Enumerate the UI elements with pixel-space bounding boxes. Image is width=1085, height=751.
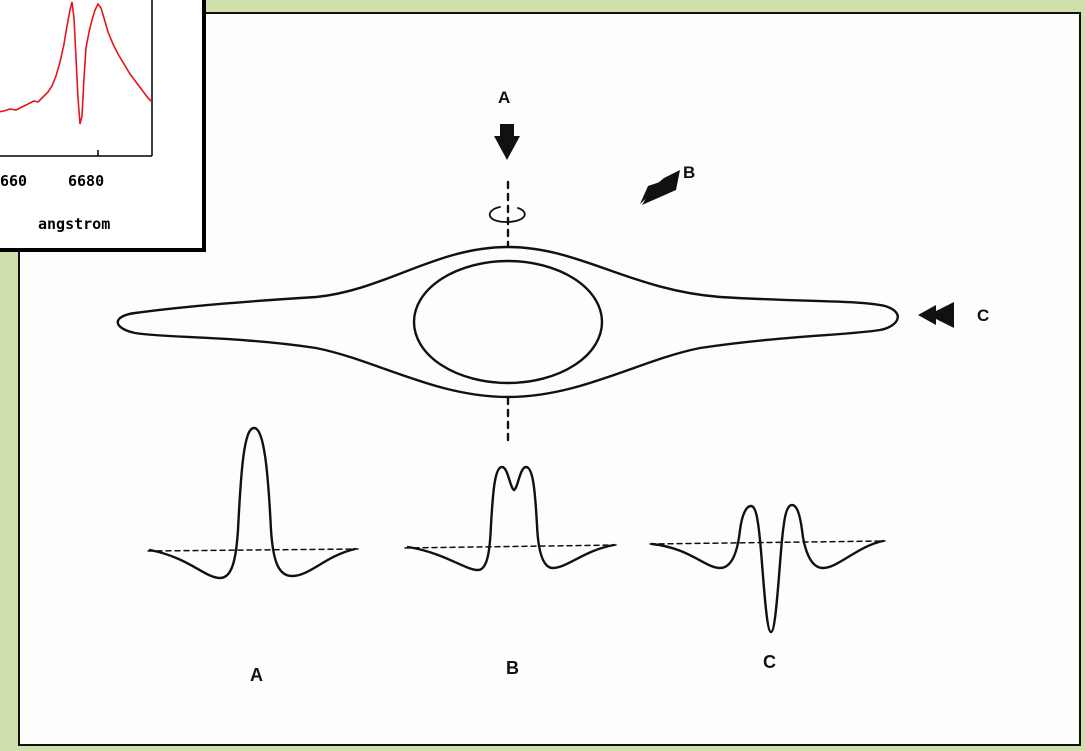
profile-b-continuum <box>405 545 616 548</box>
profile-c-curve <box>652 505 883 632</box>
inset-tick-label-6680: 6680 <box>68 172 104 190</box>
view-c-label: C <box>977 306 989 325</box>
spectrum-inset: 660 6680 angstrom <box>0 0 206 252</box>
profile-c-continuum <box>650 541 885 544</box>
disk-outer-outline <box>118 247 898 397</box>
central-star-ellipse <box>414 261 602 383</box>
profile-a-continuum <box>148 549 358 551</box>
inset-xlabel: angstrom <box>38 215 110 233</box>
view-b-label: B <box>683 163 695 182</box>
profile-b-label: B <box>506 658 519 678</box>
profile-b-curve <box>408 467 614 570</box>
view-c-arrow-icon <box>918 302 954 328</box>
profile-c-label: C <box>763 652 776 672</box>
inset-spectrum-line <box>0 2 152 124</box>
profile-a-curve <box>150 428 355 578</box>
view-a-arrow-icon <box>494 124 520 160</box>
inset-tick-label-6660: 660 <box>0 172 27 190</box>
profile-a-label: A <box>250 665 263 685</box>
view-a-label: A <box>498 88 510 107</box>
